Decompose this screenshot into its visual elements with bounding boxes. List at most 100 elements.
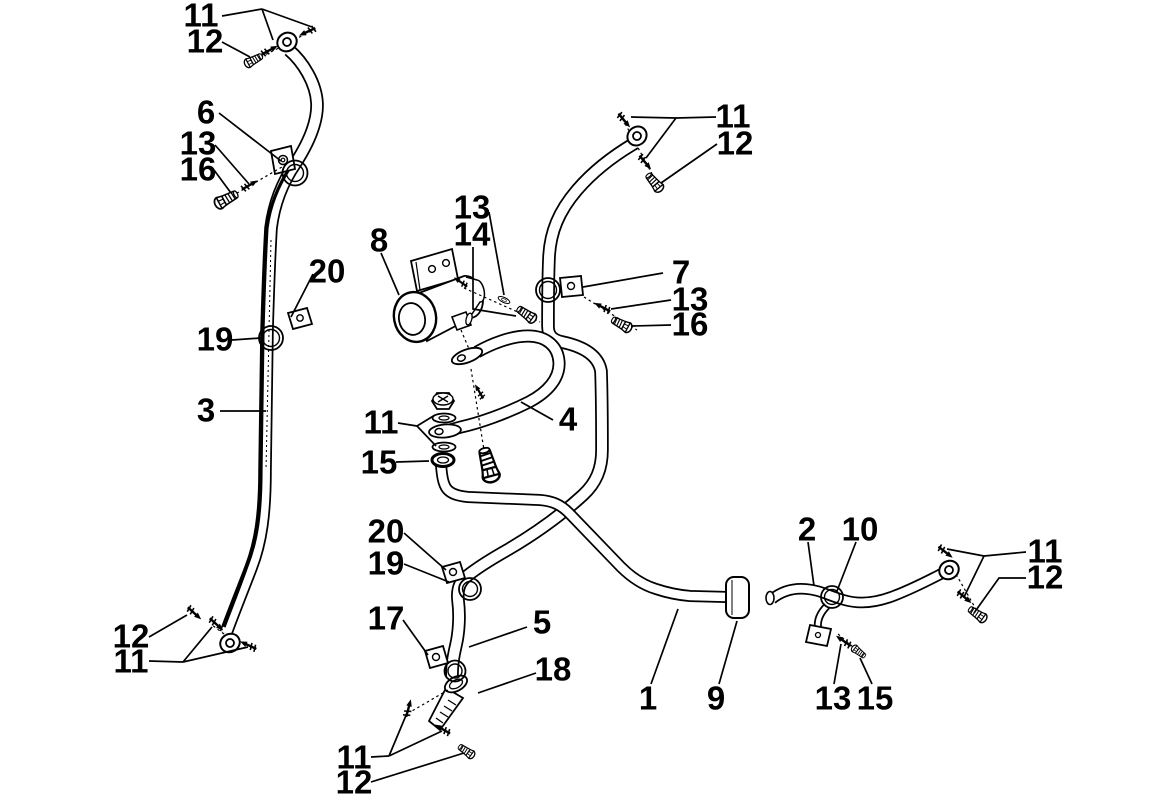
washer [431, 412, 457, 424]
part-label: 5 [533, 604, 551, 641]
clamp-7 [535, 275, 584, 303]
part-label: 9 [707, 680, 725, 717]
part-label: 11 [114, 643, 149, 680]
leader-line [403, 532, 447, 571]
leader-line [650, 608, 679, 685]
leader-line [983, 551, 1027, 557]
tube-2 [765, 568, 944, 609]
leader-line [836, 541, 857, 592]
part-label: 2 [798, 511, 816, 548]
leader-line [675, 116, 717, 119]
alignment-line [460, 329, 470, 350]
leader-line [182, 646, 249, 663]
part-label: 11 [716, 98, 751, 135]
leader-line [148, 660, 184, 663]
leader-line [290, 273, 314, 318]
part-label: 20 [368, 513, 405, 550]
leader-line [645, 117, 677, 159]
part-label: 11 [1028, 533, 1063, 570]
part-label: 11 [364, 404, 399, 441]
leader-line [807, 541, 815, 587]
leader-line [477, 672, 537, 694]
leader-line [833, 643, 842, 685]
tube-4 [448, 329, 566, 437]
leader-line [370, 755, 390, 758]
leader-line [213, 169, 232, 194]
alignment-line [411, 689, 449, 712]
leader-line [218, 112, 282, 162]
leader-line [388, 730, 443, 757]
part-label: 19 [368, 545, 405, 582]
leader-line [631, 324, 672, 327]
part-label: 15 [857, 680, 894, 717]
leader-line [370, 752, 465, 783]
part-label: 16 [180, 151, 217, 188]
leader-line [520, 401, 554, 421]
leader-lines [148, 8, 1027, 783]
tube-main [445, 137, 639, 678]
leader-line [231, 337, 262, 341]
clamp-19-upper [258, 306, 314, 351]
leader-line [261, 8, 274, 41]
part-label: 13 [672, 281, 709, 318]
part-label: 12 [717, 125, 754, 162]
part-label: 11 [337, 739, 372, 776]
part-label: 20 [309, 253, 346, 290]
part-label: 12 [1027, 559, 1064, 596]
leader-line [416, 425, 437, 447]
alignment-line [947, 559, 978, 612]
leader-line [221, 41, 251, 58]
leader-line [148, 614, 188, 638]
leader-line [973, 577, 1026, 614]
leader-line [859, 657, 873, 685]
part-label: 15 [361, 444, 398, 481]
leader-line [395, 460, 430, 463]
alignment-line [231, 166, 283, 197]
clamp-19-lower [440, 560, 482, 601]
leader-line [380, 252, 400, 296]
leader-line [388, 712, 408, 757]
part-label: 18 [535, 651, 572, 688]
seal-ring [430, 452, 456, 468]
leader-line [468, 626, 528, 648]
part-label: 19 [197, 321, 234, 358]
leader-line [402, 619, 429, 656]
clamp-10 [804, 585, 844, 648]
tube-3 [219, 44, 324, 636]
alignment-line [470, 368, 485, 451]
part-label: 12 [187, 23, 224, 60]
part-label: 7 [672, 254, 690, 291]
leader-line [660, 143, 718, 184]
part-labels: 1112613162019312118131411127131641115201… [113, 0, 1064, 800]
connector-9 [725, 576, 750, 619]
leader-line [610, 299, 672, 310]
part-label: 12 [336, 764, 373, 800]
part-label: 4 [559, 401, 578, 438]
leader-line [718, 620, 738, 685]
part-label: 13 [815, 680, 852, 717]
leader-line [946, 548, 985, 557]
leader-line [221, 8, 263, 17]
clamp-6 [269, 144, 309, 187]
part-label: 6 [197, 94, 215, 131]
leader-line [582, 272, 664, 288]
leader-line [397, 422, 418, 427]
part-label: 16 [672, 306, 709, 343]
nut [431, 392, 455, 410]
part-label: 10 [842, 511, 879, 548]
part-label: 12 [113, 618, 150, 655]
leader-line [630, 116, 677, 119]
part-label: 1 [639, 680, 657, 717]
part-label: 14 [454, 216, 491, 253]
part-label: 3 [197, 392, 215, 429]
part-label: 13 [454, 189, 491, 226]
leader-line [963, 555, 985, 598]
leader-line [182, 626, 213, 663]
clamp-17 [423, 644, 467, 683]
leader-line [416, 414, 436, 427]
alignment-line [211, 624, 225, 635]
washer [431, 441, 457, 453]
